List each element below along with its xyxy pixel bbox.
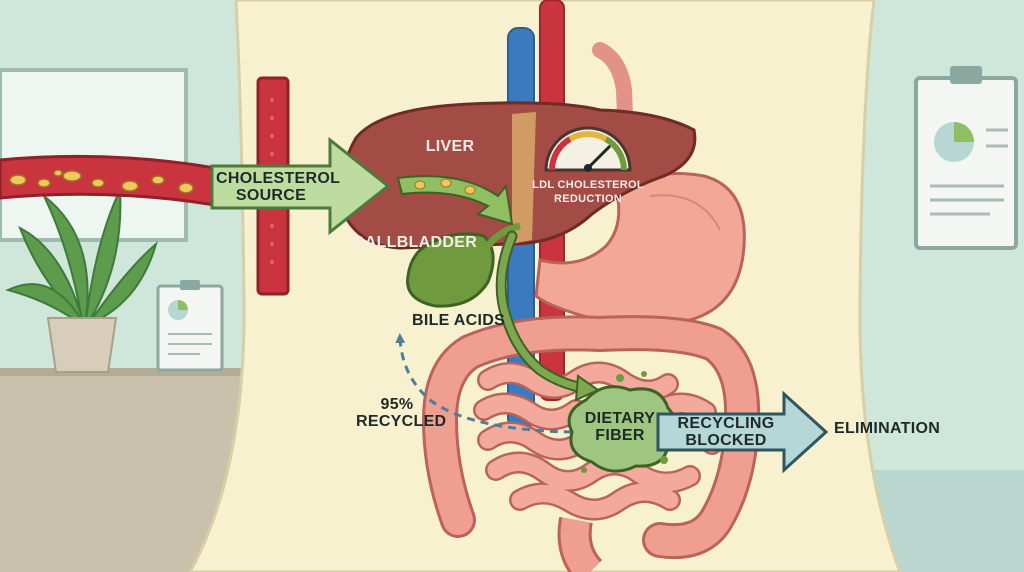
gallbladder-label: GALLBLADDER (352, 234, 478, 251)
small-clipboard (156, 280, 224, 372)
esophagus (592, 42, 634, 148)
rectum (560, 517, 601, 572)
recycled-label: 95% RECYCLED (356, 396, 447, 430)
cholesterol-source-label: CHOLESTEROL SOURCE (216, 170, 341, 204)
bile-flow-arrow (497, 232, 588, 392)
stomach-fold (649, 194, 721, 231)
ldl-gauge (544, 126, 632, 172)
window (0, 68, 188, 242)
gauge-needle (586, 145, 611, 170)
liver-label: LIVER (425, 138, 475, 155)
dietary-fiber-blob (567, 385, 678, 473)
elimination-label: ELIMINATION (834, 420, 941, 437)
wall-chart (914, 66, 1018, 250)
counter-edge (0, 368, 330, 376)
cholesterol-source-arrow (210, 136, 391, 236)
colon (425, 318, 758, 557)
recycling-blocked-arrow (656, 390, 829, 474)
liver-flow-arrow (396, 175, 514, 226)
gauge-label: LDL CHOLESTEROL REDUCTION (532, 179, 644, 205)
recycling-blocked-label: RECYCLING BLOCKED (677, 415, 775, 449)
liver-ligament (512, 112, 536, 244)
fiber-particles (581, 371, 668, 473)
potted-plant (5, 189, 158, 373)
cystic-duct (483, 222, 521, 251)
bile-flow-arrowhead (574, 374, 601, 402)
dietary-fiber-label: DIETARY FIBER (584, 410, 656, 444)
bile-acids-label: BILE ACIDS (412, 312, 506, 329)
recycle-dashed-arrow (395, 333, 573, 434)
small-intestine (473, 361, 723, 521)
gallbladder (406, 232, 495, 308)
